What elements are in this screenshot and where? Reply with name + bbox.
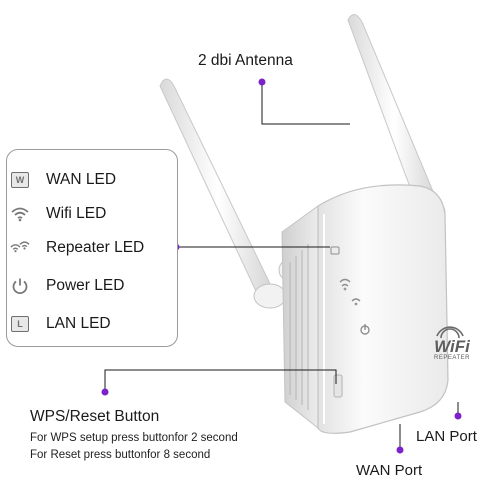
wps-setup-instruction: For WPS setup press buttonfor 2 second (30, 432, 238, 444)
callout-lines (104, 82, 459, 450)
led-row-lan: L LAN LED (10, 312, 111, 336)
wan-box-icon: W (10, 170, 30, 190)
badge-repeater-text: REPEATER (434, 355, 470, 361)
wifi-icon (10, 204, 30, 224)
badge-text: WiFi REPEATER (428, 338, 476, 361)
led-label-lan: LAN LED (46, 315, 111, 332)
led-label-power: Power LED (46, 277, 125, 294)
wps-reset-button-shape (333, 374, 343, 398)
led-label-wan: WAN LED (46, 171, 117, 188)
reset-instruction: For Reset press buttonfor 8 second (30, 449, 211, 461)
led-row-wifi: Wifi LED (10, 202, 106, 226)
lan-port-label: LAN Port (416, 428, 477, 445)
wan-port-label: WAN Port (356, 462, 423, 479)
led-row-repeater: Repeater LED (10, 236, 144, 260)
antenna-label: 2 dbi Antenna (198, 52, 293, 69)
lan-box-icon: L (10, 314, 30, 334)
led-label-wifi: Wifi LED (46, 205, 107, 222)
led-label-repeater: Repeater LED (46, 239, 145, 256)
wps-reset-title: WPS/Reset Button (30, 408, 160, 425)
front-led-icons (330, 246, 370, 335)
wifi-repeater-badge (436, 326, 464, 339)
led-row-power: Power LED (10, 274, 124, 298)
badge-wifi-text: WiFi (434, 337, 470, 356)
led-row-wan: W WAN LED (10, 168, 116, 192)
repeater-icon (10, 238, 30, 258)
power-icon (10, 276, 30, 296)
led-legend-panel (6, 149, 178, 347)
